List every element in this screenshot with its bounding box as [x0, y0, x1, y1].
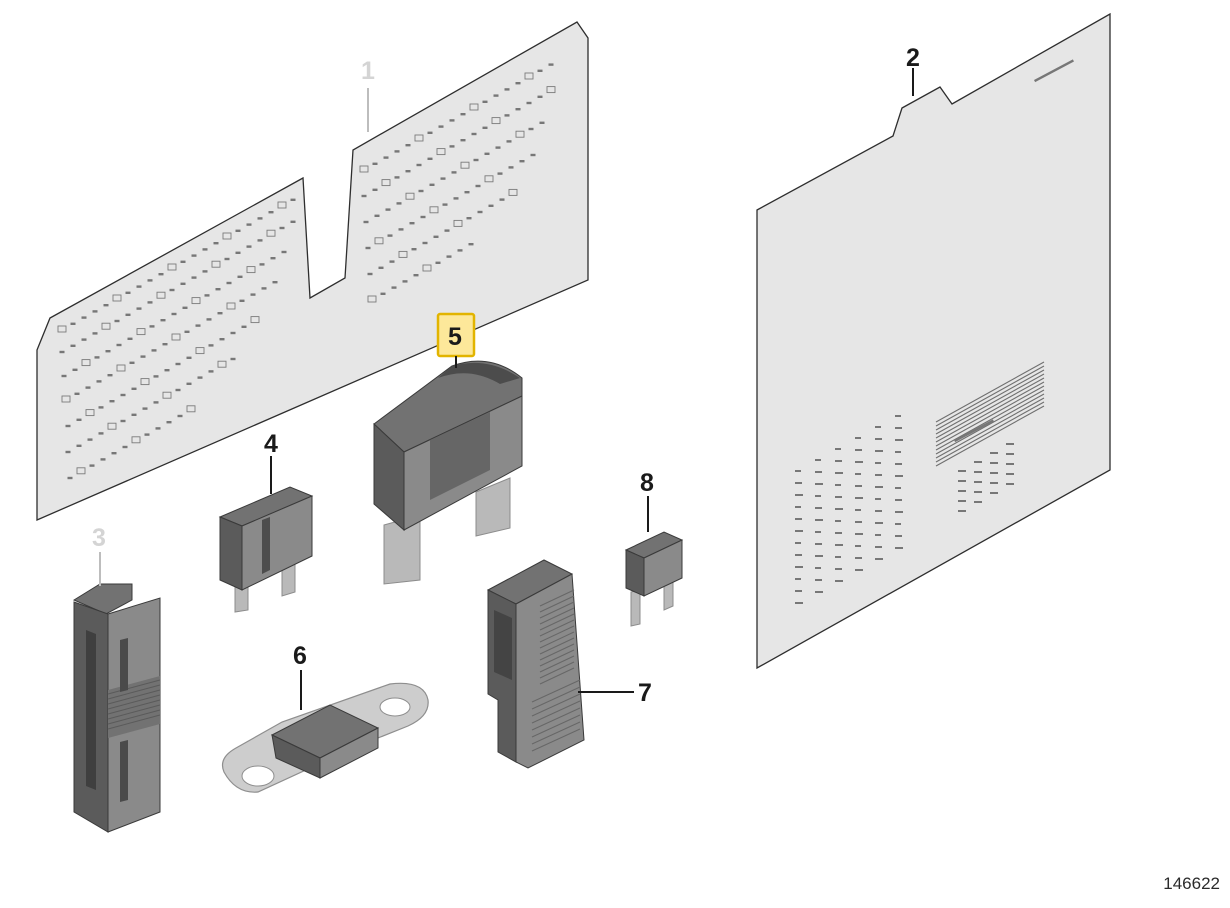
callout-4[interactable]: 4	[264, 430, 278, 458]
callout-8[interactable]: 8	[640, 469, 654, 497]
callout-5[interactable]: 5	[448, 323, 462, 351]
part-6-strip-fuse[interactable]	[221, 682, 429, 793]
callout-6[interactable]: 6	[293, 642, 307, 670]
callout-2[interactable]: 2	[906, 44, 920, 72]
part-3-fuse-holder-clip[interactable]	[72, 583, 161, 833]
sheet-2-printed-table	[795, 59, 1074, 604]
part-1-fuse-label-sheet[interactable]	[36, 21, 589, 521]
callout-3[interactable]: 3	[92, 524, 106, 552]
callout-1[interactable]: 1	[361, 57, 375, 85]
diagram-id: 146622	[1163, 874, 1220, 893]
part-2-fuse-assignment-sheet[interactable]	[756, 12, 1111, 670]
part-4-blade-fuse[interactable]	[218, 486, 314, 613]
part-7-fuse-holder[interactable]	[486, 559, 585, 769]
sheet-1-printed-symbols	[57, 63, 556, 480]
part-8-mini-fuse[interactable]	[624, 531, 684, 627]
part-5-maxi-fuse[interactable]	[373, 360, 523, 585]
callout-7[interactable]: 7	[638, 679, 652, 707]
